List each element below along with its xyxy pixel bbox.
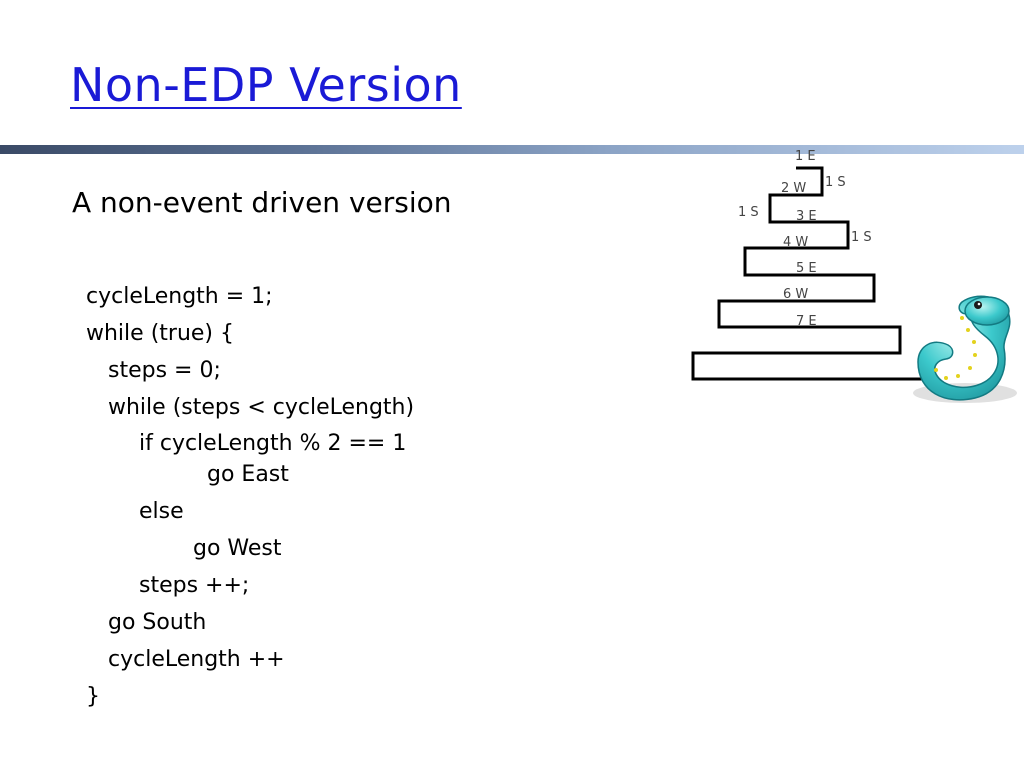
code-line: while (steps < cycleLength) [108, 395, 415, 420]
path-label: 1 S [738, 205, 759, 220]
snake-icon [913, 295, 1017, 403]
code-line: while (true) { [86, 321, 234, 346]
path-label: 1 S [825, 175, 846, 190]
path-label: 7 E [796, 314, 817, 329]
path-label: 1 E [795, 149, 816, 164]
code-line: else [139, 499, 184, 524]
path-label: 6 W [783, 287, 808, 302]
code-line: } [86, 684, 100, 709]
path-label: 2 W [781, 181, 806, 196]
code-line: go South [108, 610, 207, 635]
slide-title: Non-EDP Version [70, 58, 462, 112]
path-label: 5 E [796, 261, 817, 276]
slide-subtitle: A non-event driven version [72, 186, 452, 219]
path-label: 1 S [851, 230, 872, 245]
spiral-path [691, 166, 930, 381]
code-line: steps ++; [139, 573, 250, 598]
spiral-path-diagram: 1 E 2 W 1 S 1 S 3 E 4 W 1 S 5 E 6 W 7 E [691, 149, 1017, 403]
title-divider [0, 145, 1024, 154]
code-line: steps = 0; [108, 358, 221, 383]
code-line: go East [207, 462, 289, 487]
code-line: cycleLength ++ [108, 647, 285, 672]
code-line: cycleLength = 1; [86, 284, 273, 309]
code-line: go West [193, 536, 282, 561]
code-line: if cycleLength % 2 == 1 [139, 431, 407, 456]
path-label: 4 W [783, 235, 808, 250]
path-label: 3 E [796, 209, 817, 224]
